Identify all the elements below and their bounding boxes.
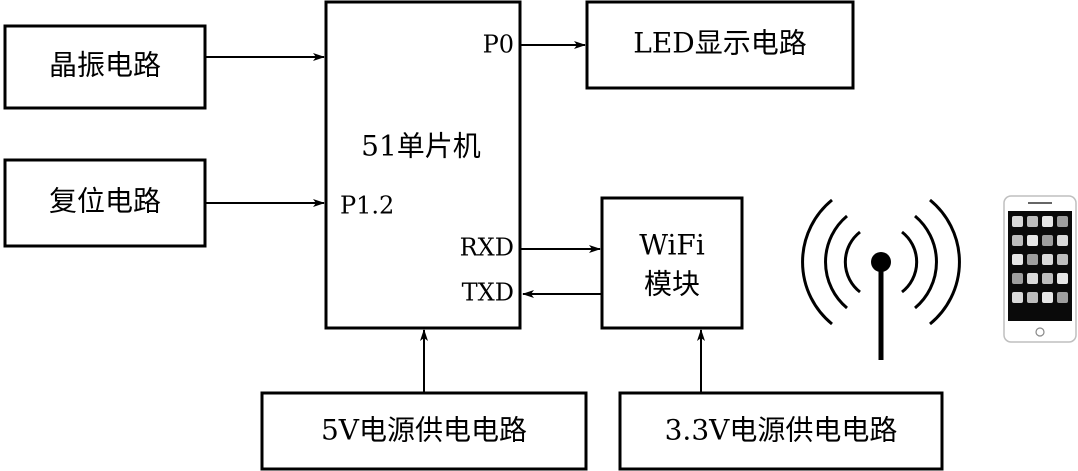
phone-app-icon (1027, 216, 1038, 227)
phone-app-icon (1042, 292, 1053, 303)
phone-app-icon (1057, 254, 1068, 265)
pin-txd-label: TXD (462, 279, 514, 307)
smartphone-icon (1003, 195, 1077, 343)
wifi-module-block: WiFi 模块 (600, 196, 744, 330)
reset-circuit-block: 复位电路 (3, 158, 207, 248)
led-display-block: LED显示电路 (585, 0, 855, 90)
phone-app-icon (1012, 254, 1023, 265)
reset-circuit-label: 复位电路 (49, 185, 161, 218)
phone-app-icon (1012, 273, 1023, 284)
phone-app-icon (1012, 292, 1023, 303)
phone-app-icon (1042, 254, 1053, 265)
wifi-module-label-line2: 模块 (644, 268, 700, 301)
phone-app-icon (1027, 235, 1038, 246)
phone-app-icon (1057, 273, 1068, 284)
power-33v-block: 3.3V电源供电电路 (618, 391, 944, 471)
phone-app-icon (1057, 216, 1068, 227)
phone-app-icon (1027, 292, 1038, 303)
phone-app-icon (1042, 235, 1053, 246)
mcu-block: 51单片机 P0 P1.2 RXD TXD (324, 0, 522, 330)
phone-app-icon (1012, 216, 1023, 227)
power-33v-label: 3.3V电源供电电路 (665, 414, 898, 447)
pin-p12-label: P1.2 (340, 192, 394, 220)
phone-app-icon (1012, 235, 1023, 246)
pin-p0-label: P0 (483, 31, 514, 59)
phone-app-icon (1027, 273, 1038, 284)
crystal-circuit-block: 晶振电路 (3, 24, 207, 110)
wifi-module-label-line1: WiFi (639, 229, 705, 262)
led-display-label: LED显示电路 (633, 27, 806, 60)
phone-app-icon (1057, 292, 1068, 303)
phone-app-icon (1027, 254, 1038, 265)
pin-rxd-label: RXD (460, 234, 514, 262)
power-5v-label: 5V电源供电电路 (321, 414, 527, 447)
phone-app-icon (1057, 235, 1068, 246)
phone-app-icon (1042, 273, 1053, 284)
crystal-circuit-label: 晶振电路 (49, 49, 161, 82)
mcu-label: 51单片机 (361, 130, 481, 163)
phone-app-icon (1042, 216, 1053, 227)
wireless-antenna-icon (801, 198, 961, 360)
power-5v-block: 5V电源供电电路 (260, 391, 588, 471)
